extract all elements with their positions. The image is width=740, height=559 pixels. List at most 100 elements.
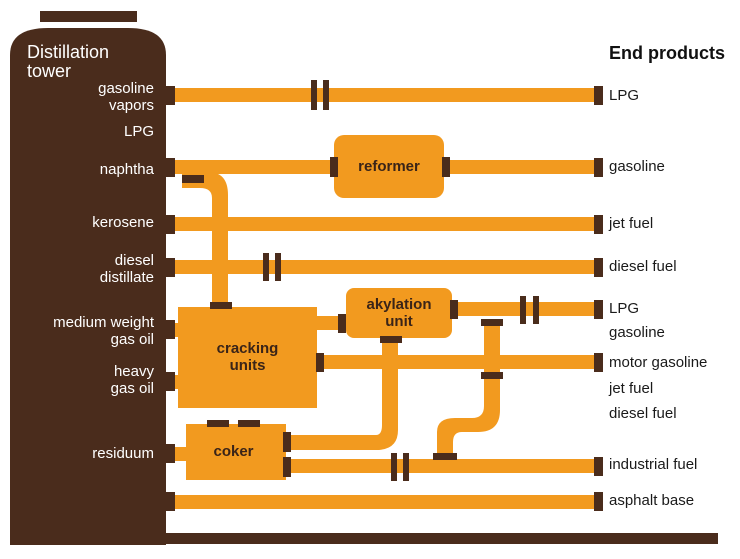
valve [166, 320, 175, 339]
valve [238, 420, 260, 427]
valve [283, 457, 291, 477]
valve [594, 215, 603, 234]
label-diesel-l1: diesel [114, 252, 154, 269]
cracking-label: cracking units [178, 340, 317, 374]
valve [210, 302, 232, 309]
product-asphalt-base: asphalt base [609, 492, 695, 509]
valve [166, 158, 175, 177]
product-diesel-fuel-mid: diesel fuel [609, 405, 677, 422]
akylation-unit [346, 288, 452, 338]
valve [380, 336, 402, 343]
pipe-naphtha [166, 160, 336, 174]
label-naphtha: naphtha [99, 161, 154, 178]
cracking-label-l2: units [229, 357, 266, 374]
product-gasoline-mid: gasoline [609, 324, 665, 341]
label-mwgo-l2: gas oil [110, 331, 154, 348]
valve [316, 353, 324, 372]
label-residuum: residuum [92, 445, 154, 462]
ground-line [10, 533, 718, 544]
valve [263, 253, 269, 281]
valve [403, 453, 409, 481]
label-gasoline-vapors: gasoline vapors [98, 80, 154, 114]
valve [311, 80, 317, 110]
product-jet-fuel-mid: jet fuel [609, 380, 654, 397]
cracking-unit [178, 307, 317, 408]
valve [450, 300, 458, 319]
pipe-asphalt [166, 495, 596, 509]
label-gasoline-vapors-l1: gasoline [98, 80, 154, 97]
pipe-diesel [166, 260, 596, 274]
valve [166, 372, 175, 391]
valve [323, 80, 329, 110]
product-jet-fuel-top: jet fuel [609, 215, 654, 232]
valve [166, 258, 175, 277]
valve [520, 296, 526, 324]
valve [533, 296, 539, 324]
valve [166, 444, 175, 463]
valve [338, 314, 346, 333]
akylation-label-l2: unit [385, 313, 413, 330]
label-hgo-l2: gas oil [110, 380, 154, 397]
pipe-riser-right [437, 322, 500, 455]
valve [594, 457, 603, 476]
valve [594, 158, 603, 177]
pipe-kerosene [166, 217, 596, 231]
valve [433, 453, 457, 460]
valve [594, 86, 603, 105]
label-diesel-l2: distillate [99, 269, 154, 286]
pipe-coker-to-akylation [286, 338, 398, 450]
product-diesel-fuel-top: diesel fuel [609, 258, 677, 275]
tower-cap [40, 11, 137, 22]
valve [481, 319, 503, 326]
label-kerosene: kerosene [92, 214, 154, 231]
valve [391, 453, 397, 481]
pipe-naphtha-to-cracking [182, 172, 228, 305]
valve [594, 353, 603, 372]
cracking-label-l1: cracking [216, 340, 279, 357]
label-gasoline-vapors-l2: vapors [108, 97, 154, 114]
valves [166, 80, 603, 511]
end-products-header: End products [609, 43, 725, 63]
label-hgo-l1: heavy [113, 363, 154, 380]
pipe-reformer-out [444, 160, 596, 174]
label-heavy-gas-oil: heavy gas oil [111, 363, 154, 397]
akylation-label-l1: akylation [366, 296, 432, 313]
reformer-unit [334, 135, 444, 198]
label-medium-weight-gas-oil: medium weight gas oil [53, 314, 154, 348]
valve [166, 492, 175, 511]
product-lpg-top: LPG [609, 87, 640, 104]
label-lpg-fraction: LPG [123, 123, 154, 140]
valve [330, 157, 338, 177]
valve [182, 175, 204, 183]
distillation-tower [10, 28, 166, 545]
valve [594, 258, 603, 277]
valve [481, 372, 503, 379]
valve [283, 432, 291, 452]
pipe-gasoline-vapors [166, 88, 596, 102]
label-mwgo-l1: medium weight [53, 314, 154, 331]
tower-title-line2: tower [27, 61, 72, 81]
valve [166, 86, 175, 105]
product-motor-gasoline: motor gasoline [609, 354, 708, 371]
pipes [166, 88, 596, 509]
valve [442, 157, 450, 177]
valve [594, 492, 603, 511]
tower-title-line1: Distillation [27, 42, 110, 62]
label-diesel-distillate: diesel distillate [100, 252, 154, 286]
coker-label: coker [213, 443, 254, 460]
valve [207, 420, 229, 427]
valve [594, 300, 603, 319]
akylation-label: akylation unit [346, 296, 452, 330]
process-units [178, 135, 452, 480]
pipe-industrial-fuel [286, 459, 596, 473]
product-lpg-mid: LPG [609, 300, 640, 317]
valve [166, 215, 175, 234]
coker-unit [186, 424, 286, 480]
tower-title: Distillation tower [27, 43, 109, 81]
product-industrial-fuel: industrial fuel [609, 456, 698, 473]
valve [275, 253, 281, 281]
reformer-label: reformer [358, 158, 420, 175]
product-gasoline-top: gasoline [609, 158, 665, 175]
pipe-cracking-out [316, 355, 596, 369]
